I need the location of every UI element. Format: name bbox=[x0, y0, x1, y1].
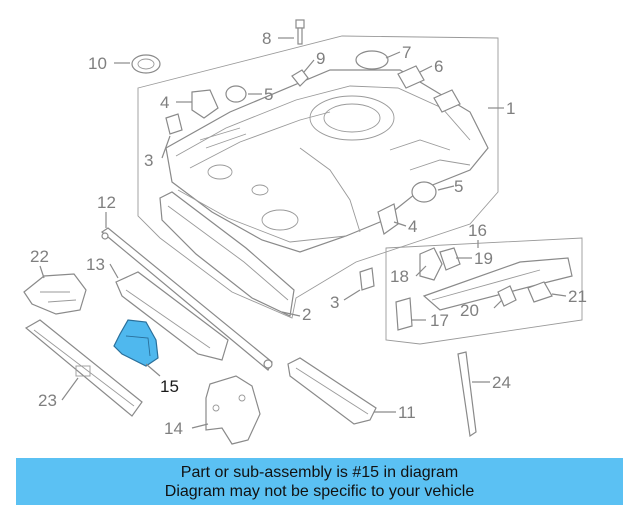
strip-24 bbox=[457, 351, 477, 438]
callout-13: 13 bbox=[86, 255, 105, 274]
bolt-8 bbox=[295, 19, 305, 45]
callout-5: 5 bbox=[264, 85, 273, 104]
callout-8: 8 bbox=[262, 29, 271, 48]
callout-4: 4 bbox=[408, 217, 417, 236]
bracket-20 bbox=[497, 285, 517, 307]
callout-10: 10 bbox=[88, 54, 107, 73]
callout-22: 22 bbox=[30, 247, 49, 266]
callout-14: 14 bbox=[164, 419, 183, 438]
bracket-18 bbox=[419, 247, 443, 281]
bracket-14 bbox=[205, 375, 261, 445]
plate-17 bbox=[395, 297, 413, 331]
highlighted-bracket-15[interactable] bbox=[113, 319, 159, 367]
bracket-19 bbox=[439, 247, 461, 271]
callout-19: 19 bbox=[474, 249, 493, 268]
callout-23: 23 bbox=[38, 391, 57, 410]
rocker-sill bbox=[159, 191, 295, 317]
callout-3: 3 bbox=[330, 293, 339, 312]
bracket-3 bbox=[165, 113, 375, 291]
side-rail bbox=[115, 271, 229, 361]
plug-7 bbox=[355, 50, 389, 70]
callout-11: 11 bbox=[398, 403, 416, 422]
banner-line-disclaimer: Diagram may not be specific to your vehi… bbox=[164, 482, 475, 500]
sub-assembly-16-frame bbox=[385, 237, 583, 345]
callout-17: 17 bbox=[430, 311, 449, 330]
leader-lines bbox=[39, 37, 567, 429]
callout-4: 4 bbox=[160, 93, 169, 112]
callout-6: 6 bbox=[434, 57, 443, 76]
bracket-6 bbox=[397, 65, 461, 113]
plug-5 bbox=[225, 85, 437, 203]
callout-7: 7 bbox=[402, 43, 411, 62]
parts-diagram: 1 2 3 3 3 4 4 5 5 6 7 8 9 10 11 12 13 14… bbox=[23, 19, 587, 445]
callout-1: 1 bbox=[506, 99, 515, 118]
floor-pan-assembly bbox=[137, 35, 499, 319]
callout-18: 18 bbox=[390, 267, 409, 286]
callout-16: 16 bbox=[468, 221, 487, 240]
callout-9: 9 bbox=[316, 49, 325, 68]
info-banner: Part or sub-assembly is #15 in diagram D… bbox=[16, 458, 623, 505]
callout-12: 12 bbox=[97, 193, 116, 212]
bracket-21 bbox=[527, 281, 553, 303]
plug-10 bbox=[131, 54, 161, 74]
callout-15-highlighted: 15 bbox=[160, 377, 179, 396]
callout-5: 5 bbox=[454, 177, 463, 196]
bracket-22 bbox=[23, 273, 87, 315]
callout-20: 20 bbox=[460, 301, 479, 320]
clip-9 bbox=[291, 69, 309, 87]
bracket-4 bbox=[191, 89, 399, 235]
callout-2: 2 bbox=[302, 305, 311, 324]
callout-24: 24 bbox=[492, 373, 511, 392]
callout-3: 3 bbox=[144, 151, 153, 170]
banner-line-part-number: Part or sub-assembly is #15 in diagram bbox=[180, 463, 459, 481]
callout-labels: 1 2 3 3 3 4 4 5 5 6 7 8 9 10 11 12 13 14… bbox=[30, 29, 587, 438]
callout-21: 21 bbox=[568, 287, 587, 306]
